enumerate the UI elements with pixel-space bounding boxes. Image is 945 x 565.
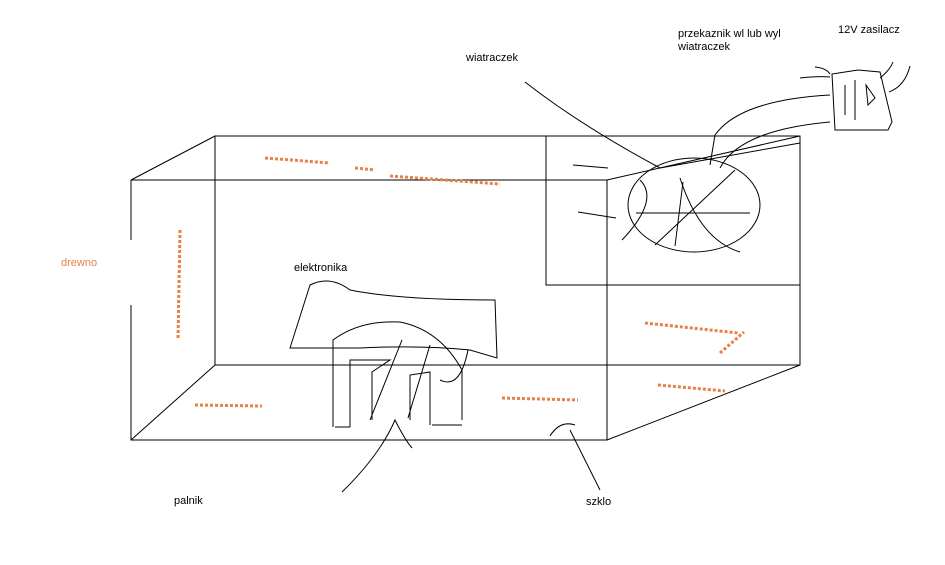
- label-zasilacz: 12V zasilacz: [838, 24, 900, 36]
- label-elektronika: elektronika: [294, 262, 348, 274]
- wood-marks: [176, 156, 745, 408]
- label-wiatraczek: wiatraczek: [466, 52, 518, 64]
- label-przekaznik-line1: przekaznik wl lub wyl: [678, 28, 781, 40]
- fan: [524, 81, 801, 286]
- label-przekaznik-line2: wiatraczek: [678, 41, 730, 53]
- relay-and-psu: [709, 61, 911, 169]
- label-szklo: szklo: [586, 496, 612, 508]
- label-drewno: drewno: [61, 257, 98, 269]
- electronics: [289, 280, 601, 493]
- label-palnik: palnik: [174, 495, 203, 507]
